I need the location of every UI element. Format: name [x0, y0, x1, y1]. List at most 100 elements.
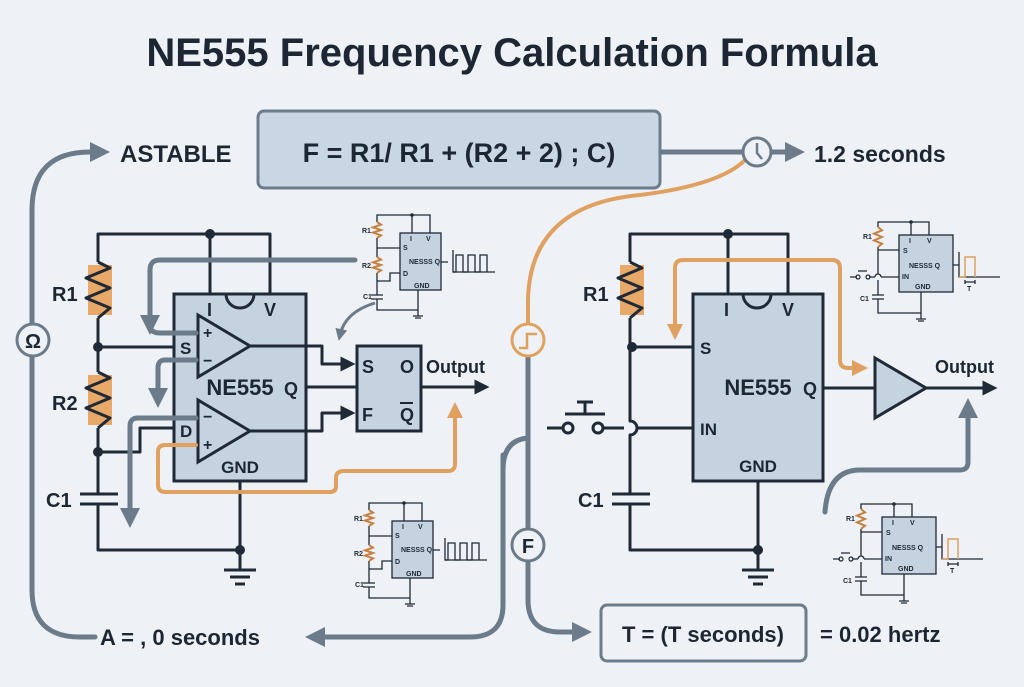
mini-label-v: V — [910, 520, 915, 527]
mini-chip-label: NESSS Q — [892, 545, 924, 552]
output-label: Output — [426, 357, 485, 377]
mini-chip — [391, 520, 434, 579]
r1-label: R1 — [583, 284, 609, 306]
mini-r1 — [361, 509, 377, 527]
omega-icon: Ω — [15, 322, 51, 358]
mini-label-d: D — [403, 271, 408, 278]
astable-return-arrow — [305, 452, 506, 647]
svg-text:GND: GND — [739, 457, 777, 476]
mini-label-t: T — [950, 568, 955, 575]
mini-label-c1: C1 — [860, 296, 869, 303]
period-box — [599, 603, 808, 663]
mini-label-s: S — [395, 533, 400, 540]
mini-label-i: I — [909, 238, 911, 245]
mini-chip — [881, 516, 937, 575]
mini-label-c1: C1 — [355, 582, 364, 589]
mini-label-s: S — [886, 530, 891, 537]
formula-expression: F = R1/ R1 + (R2 + 2) ; C) — [303, 138, 616, 168]
frequency-icon: F — [510, 527, 546, 563]
comparator-lower — [196, 397, 253, 465]
r2-label: R2 — [52, 393, 78, 415]
mini-chip — [898, 234, 954, 293]
r2-resistor — [84, 370, 112, 430]
ne555-chip — [691, 292, 825, 483]
left-loop-bottom — [29, 587, 98, 640]
pin-wires — [98, 345, 174, 454]
buffer-amplifier — [873, 355, 929, 421]
frequency-symbol: F — [522, 536, 534, 558]
mini-label-gnd: GND — [898, 566, 914, 573]
r1-resistor — [616, 260, 644, 320]
astable-label: ASTABLE — [120, 141, 232, 168]
orange-clock-curve — [526, 158, 747, 326]
svg-text:V: V — [782, 300, 794, 320]
orange-flow-arrow — [156, 402, 463, 494]
r1-resistor — [84, 260, 112, 320]
mini-label-r1: R1 — [863, 234, 872, 241]
mini-label-t: T — [967, 286, 972, 293]
mini-axes — [452, 250, 495, 273]
monostable-circuit: R1 C1 I V S IN NE555 Q GND Output — [547, 229, 998, 586]
svg-text:I: I — [724, 300, 729, 320]
chip-notch — [224, 293, 256, 310]
svg-text:F: F — [362, 405, 373, 425]
gray-join-curve — [500, 435, 531, 473]
c1-label: C1 — [46, 490, 72, 512]
svg-text:+: + — [203, 325, 212, 342]
output-label: Output — [935, 357, 994, 377]
mini-label-v: V — [418, 524, 423, 531]
chip-label: NE555 — [206, 375, 273, 400]
mini-chip-label: NESSS Q — [409, 259, 441, 266]
mini-label-d: D — [395, 559, 400, 566]
mini-square-wave — [445, 542, 480, 561]
mini-axes — [444, 538, 487, 561]
clock-icon — [741, 136, 773, 168]
mini-wires — [850, 221, 959, 322]
mini-label-i: I — [402, 524, 404, 531]
mini-label-r2: R2 — [362, 263, 371, 270]
period-result: 1.2 seconds — [814, 141, 946, 167]
mini-wires — [371, 214, 448, 319]
comparator-upper — [196, 312, 253, 380]
pin-s-label: S — [180, 339, 191, 358]
astable-result: A = , 0 seconds — [100, 625, 260, 650]
mini-pulse — [959, 256, 976, 278]
mini-chip — [399, 232, 442, 291]
gnd-label: GND — [221, 458, 259, 477]
mini-label-in: IN — [902, 274, 909, 281]
astable-circuit: R1 R2 C1 + − − + I V S D NE555 Q GND S O… — [46, 229, 490, 586]
mini-label-in: IN — [885, 556, 892, 563]
mini-chip-label: NESSS Q — [401, 547, 433, 554]
pin-v-label: V — [264, 300, 276, 320]
orange-flow-arrow — [673, 258, 868, 376]
svg-text:−: − — [203, 409, 212, 426]
pin-d-label: D — [180, 422, 192, 441]
svg-text:+: + — [203, 437, 212, 454]
flip-flop — [355, 344, 423, 433]
mini-wires — [833, 503, 942, 604]
r1-label: R1 — [52, 284, 78, 306]
mini-square-wave — [453, 254, 488, 273]
junction-dot — [205, 229, 215, 239]
mini-r2 — [361, 544, 377, 562]
period-formula: T = (T seconds) — [622, 622, 784, 647]
mini-r1 — [854, 508, 868, 530]
mini-label-v: V — [426, 236, 431, 243]
push-button — [547, 400, 624, 435]
ground-symbol — [224, 550, 256, 586]
pin-i-label: I — [207, 300, 212, 320]
top-wire — [96, 232, 272, 294]
mini-label-c1: C1 — [363, 294, 372, 301]
svg-text:S: S — [362, 357, 374, 377]
gray-flow-arrow — [140, 257, 358, 335]
mini-label-gnd: GND — [406, 571, 422, 578]
gray-flow-arrow — [822, 398, 978, 515]
mini-label-r2: R2 — [354, 551, 363, 558]
step-signal-icon — [510, 322, 546, 358]
mini-label-c1: C1 — [843, 578, 852, 585]
svg-text:Q: Q — [803, 379, 817, 399]
